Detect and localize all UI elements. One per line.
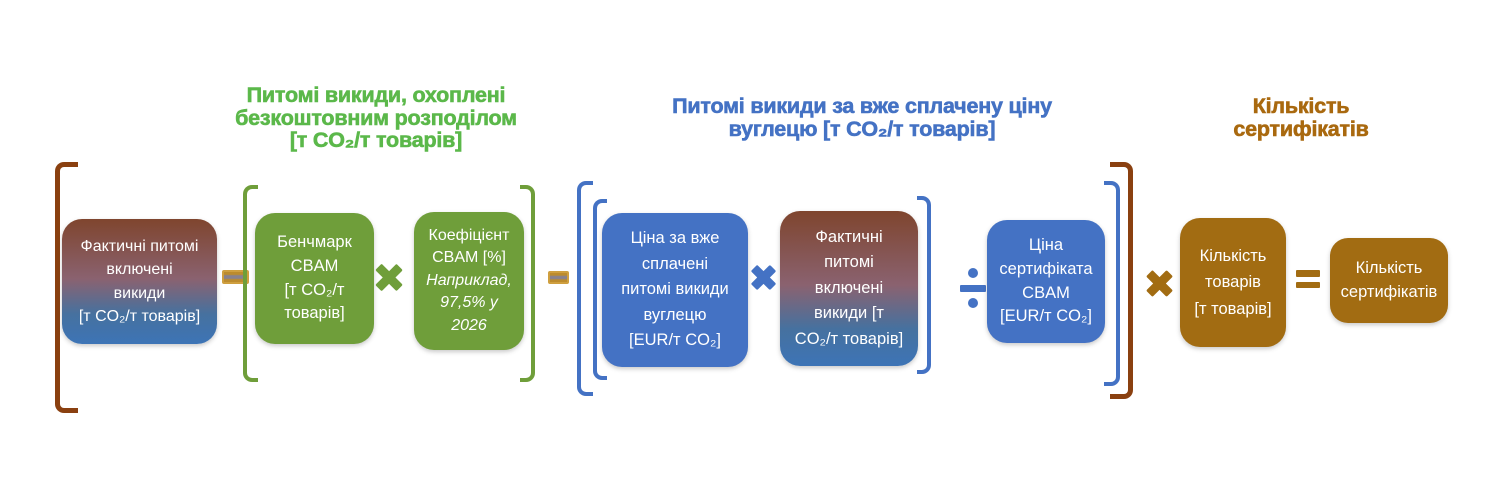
divide-operator — [960, 268, 986, 308]
green-bracket-open — [243, 185, 258, 382]
main-bracket-close — [1110, 162, 1133, 399]
minus-operator-2 — [548, 271, 569, 284]
main-bracket-open — [55, 162, 78, 413]
multiply-operator-brown — [1146, 269, 1174, 297]
blue-inner-bracket-close — [917, 196, 931, 374]
green-bracket-close — [520, 185, 535, 382]
blue-inner-bracket-open — [593, 199, 607, 380]
blue-outer-bracket-open — [577, 181, 593, 396]
minus-operator-1 — [222, 270, 249, 284]
multiply-operator-green — [375, 263, 404, 292]
multiply-operator-blue — [751, 264, 777, 290]
equals-operator — [1296, 270, 1320, 288]
blue-outer-bracket-close — [1104, 181, 1120, 386]
